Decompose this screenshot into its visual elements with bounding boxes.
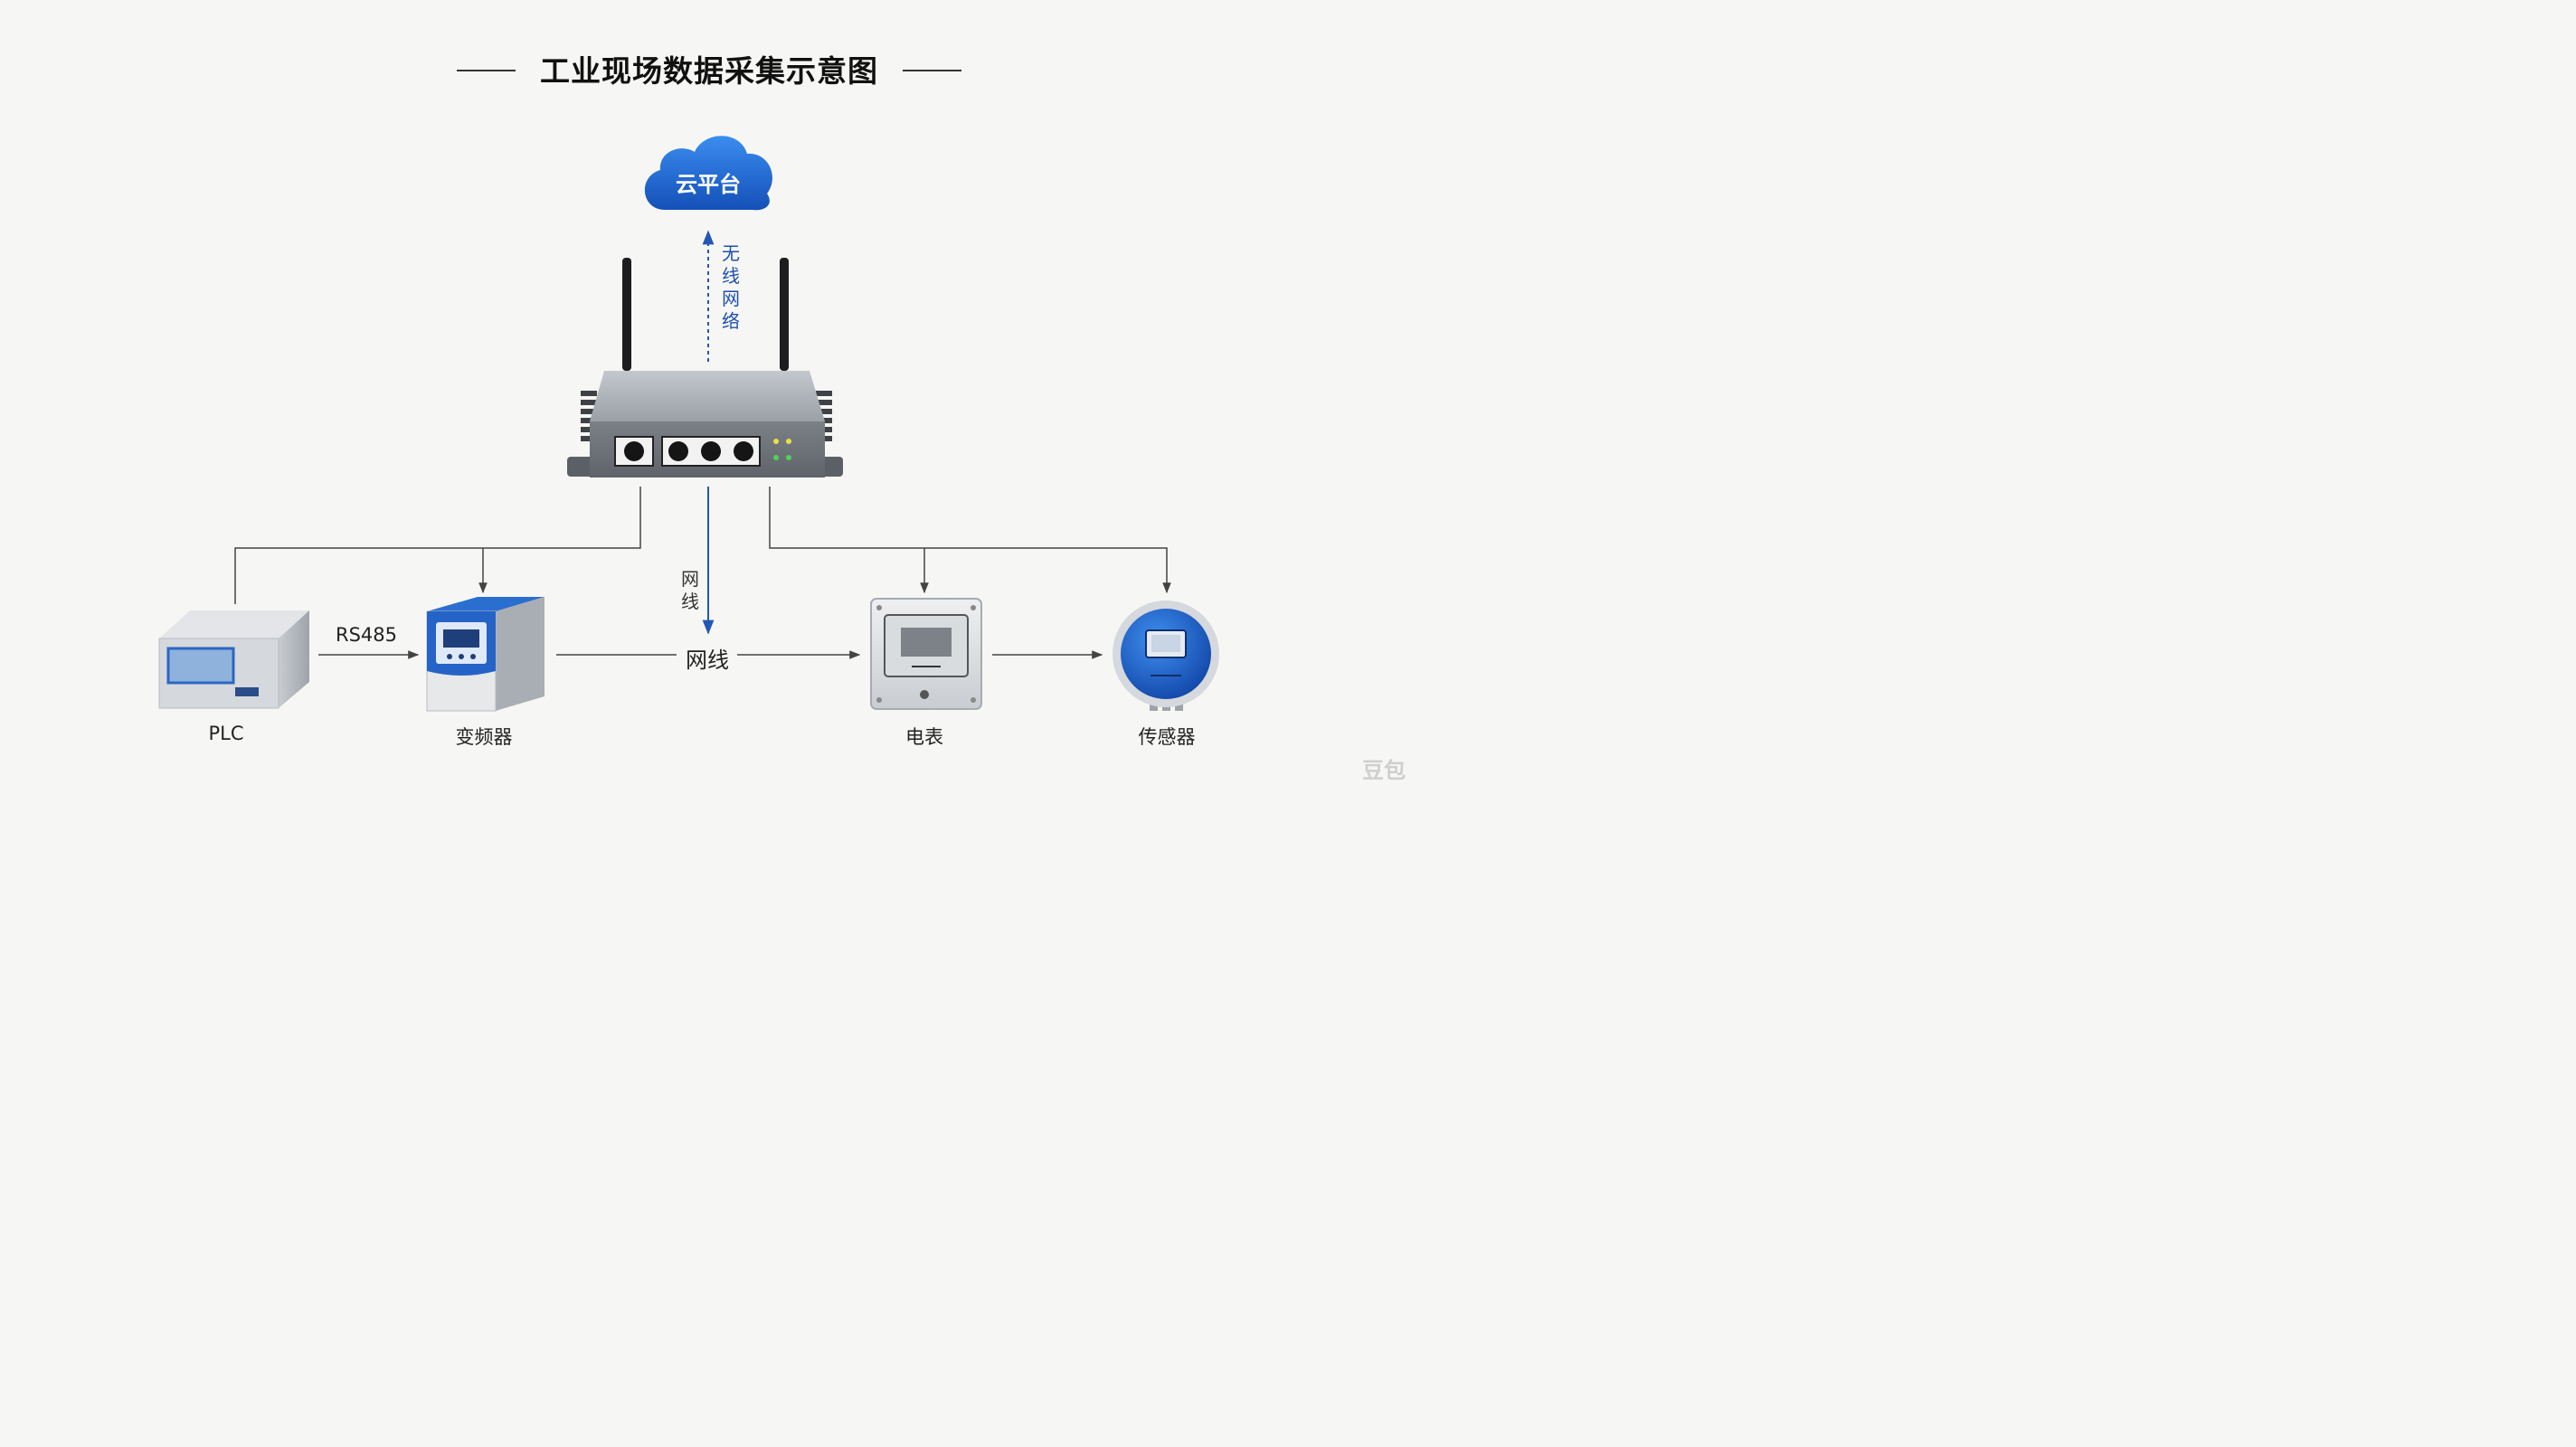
cloud-icon — [644, 136, 772, 211]
title-bar: 工业现场数据采集示意图 — [0, 47, 1418, 94]
diagram-canvas — [158, 136, 1219, 712]
gateway-router-icon — [567, 258, 843, 478]
antenna-left — [622, 258, 631, 371]
status-leds — [773, 439, 791, 460]
antenna-right — [780, 258, 789, 371]
watermark-logo: 豆包 — [1362, 758, 1406, 783]
cable-horizontal-label: 网线 — [686, 648, 729, 673]
page-title: 工业现场数据采集示意图 — [540, 53, 878, 89]
inverter-device-icon — [426, 597, 545, 712]
sensor-label: 传感器 — [1138, 726, 1196, 748]
plc-label: PLC — [208, 723, 244, 744]
meter-label: 电表 — [905, 726, 943, 748]
plc-device-icon — [158, 610, 309, 709]
title-rule-left — [457, 70, 516, 71]
cloud-platform-label: 云平台 — [676, 172, 741, 197]
cable-vertical-label: 网线 — [681, 568, 699, 612]
inverter-label: 变频器 — [455, 726, 513, 748]
sensor-device-icon — [1113, 601, 1219, 711]
cable-lines — [234, 487, 1171, 604]
wireless-network-label: 无线网络 — [722, 242, 740, 332]
meter-device-icon — [870, 598, 982, 710]
ethernet-ports — [614, 436, 761, 467]
title-rule-right — [903, 70, 961, 71]
rs485-label: RS485 — [335, 624, 397, 646]
